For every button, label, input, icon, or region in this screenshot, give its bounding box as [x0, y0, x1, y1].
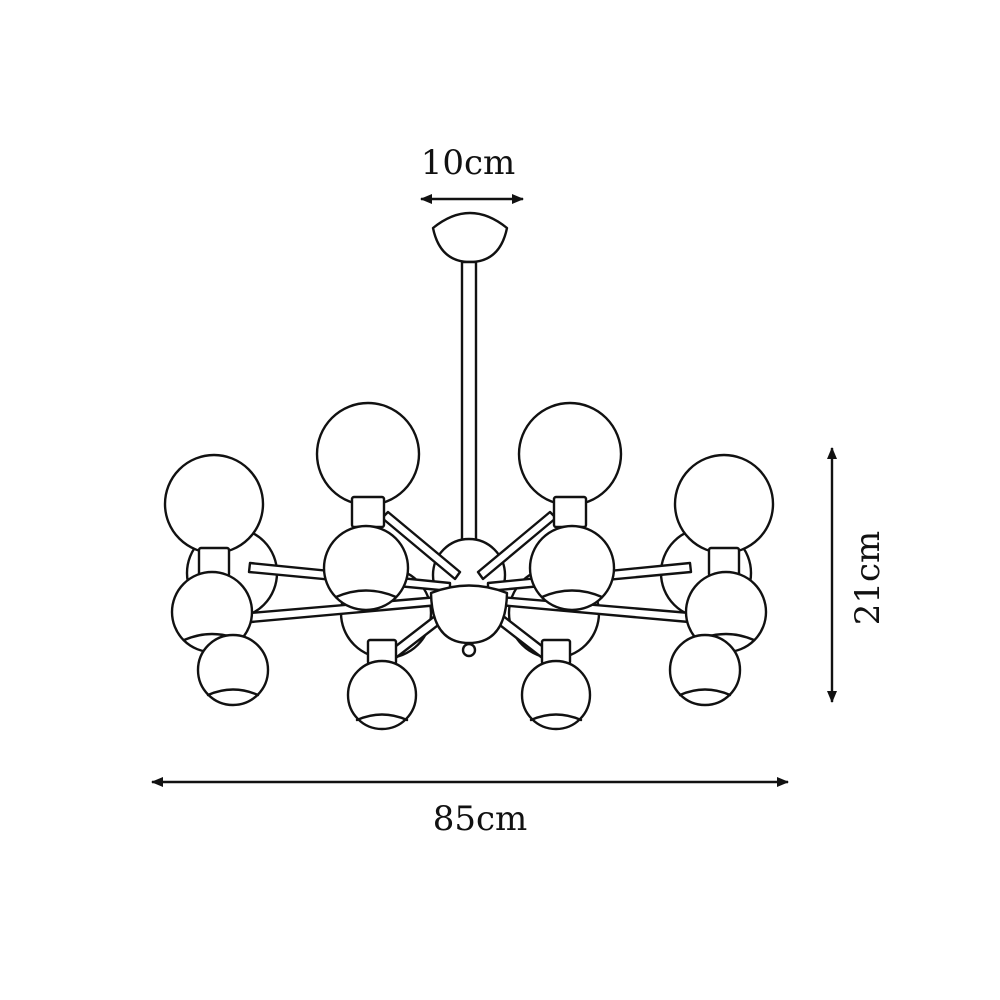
hub-finial [461, 642, 477, 658]
ceiling-canopy [431, 211, 509, 264]
holder-left [350, 495, 386, 529]
shade-left [322, 524, 410, 612]
bottom-shade-left-rim [355, 713, 409, 722]
upper-globe-far-right [673, 453, 775, 555]
shade-right-rim [540, 589, 604, 599]
suspension-rod [460, 260, 478, 577]
arm-up-right [476, 510, 558, 581]
upper-globe-group [163, 401, 775, 578]
central-hub [429, 584, 509, 645]
bottom-shade-far-left [196, 633, 270, 707]
upper-globe-left [315, 401, 421, 507]
bottom-shade-right [520, 659, 592, 731]
bottom-shade-right-rim [529, 713, 583, 722]
canopy-width-label: 10cm [420, 143, 516, 183]
bottom-shade-far-right [668, 633, 742, 707]
overall-width-label: 85cm [432, 799, 528, 839]
upper-globe-right [517, 401, 623, 507]
bottom-shade-far-left-rim [206, 688, 260, 697]
bottom-shade-far-right-rim [678, 688, 732, 697]
height-label: 21cm [848, 530, 888, 626]
arm-up-left [380, 510, 462, 581]
bottom-shade-left [346, 659, 418, 731]
shade-left-rim [334, 589, 398, 599]
bottom-shade-group [196, 633, 742, 731]
upper-globe-far-left [163, 453, 265, 555]
shade-right [528, 524, 616, 612]
holder-right [552, 495, 588, 529]
front-shade-group [170, 524, 768, 654]
